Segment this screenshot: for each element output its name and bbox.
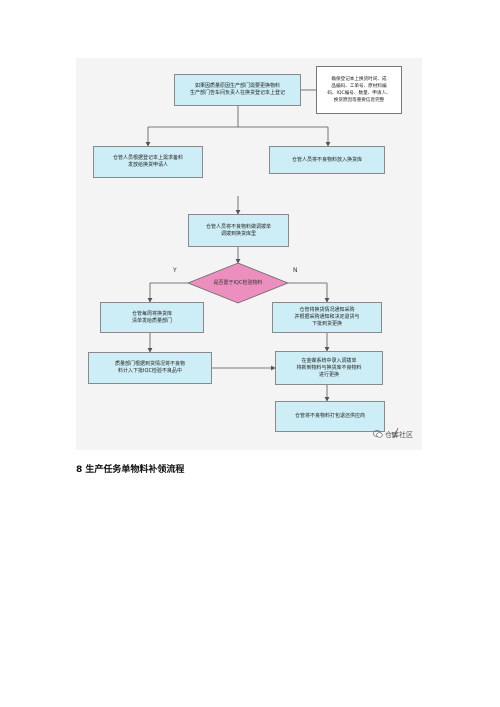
- wechat-icon: [373, 430, 383, 440]
- yes-label: Y: [173, 267, 177, 274]
- node-purchase-notice: 仓管将换货情况通知采购 并根据采购通知和决定退货与 下批到货更换: [272, 302, 382, 333]
- node-right-receive: 仓管人员将不良物料放入换货库: [269, 146, 385, 174]
- watermark-text: 仓库社区: [385, 431, 413, 439]
- watermark: 仓库社区: [373, 430, 413, 440]
- pen-mark: [391, 427, 399, 439]
- decision-label: 是否置于IQC检验物料: [213, 280, 263, 286]
- node-quality-adjust: 质量部门根据到货情况将不良物 料计入下批IQC检验不良品中: [88, 352, 212, 384]
- node-return-supplier: 仓管将不良物料打包退还供应商: [275, 401, 385, 432]
- no-label: N: [293, 267, 298, 274]
- section-heading: 8 生产任务单物料补领流程: [76, 465, 185, 475]
- node-transfer: 仓管人员将不良物料做调拨单 调拨到换货库里: [188, 214, 289, 247]
- decision-diamond: [186, 262, 290, 304]
- node-start: 如果因质量原因生产部门需要更换物料 生产部门告车间负责人在换货登记本上登记: [174, 74, 301, 106]
- node-weekly-notice: 仓管每周将换货库 清单发给质量部门: [100, 302, 204, 333]
- node-system-entry: 在金蝶系统中录入调拨单 将新到物料与换货库不良物料 进行更换: [275, 351, 383, 385]
- node-left-issue: 仓管人员根据登记本上需求备料 发放给换货申请人: [93, 146, 203, 178]
- node-note: 确保登记本上换货时间、成 品编码、工单号、原材料编 码、IQC编号、数量、申请人…: [316, 66, 402, 114]
